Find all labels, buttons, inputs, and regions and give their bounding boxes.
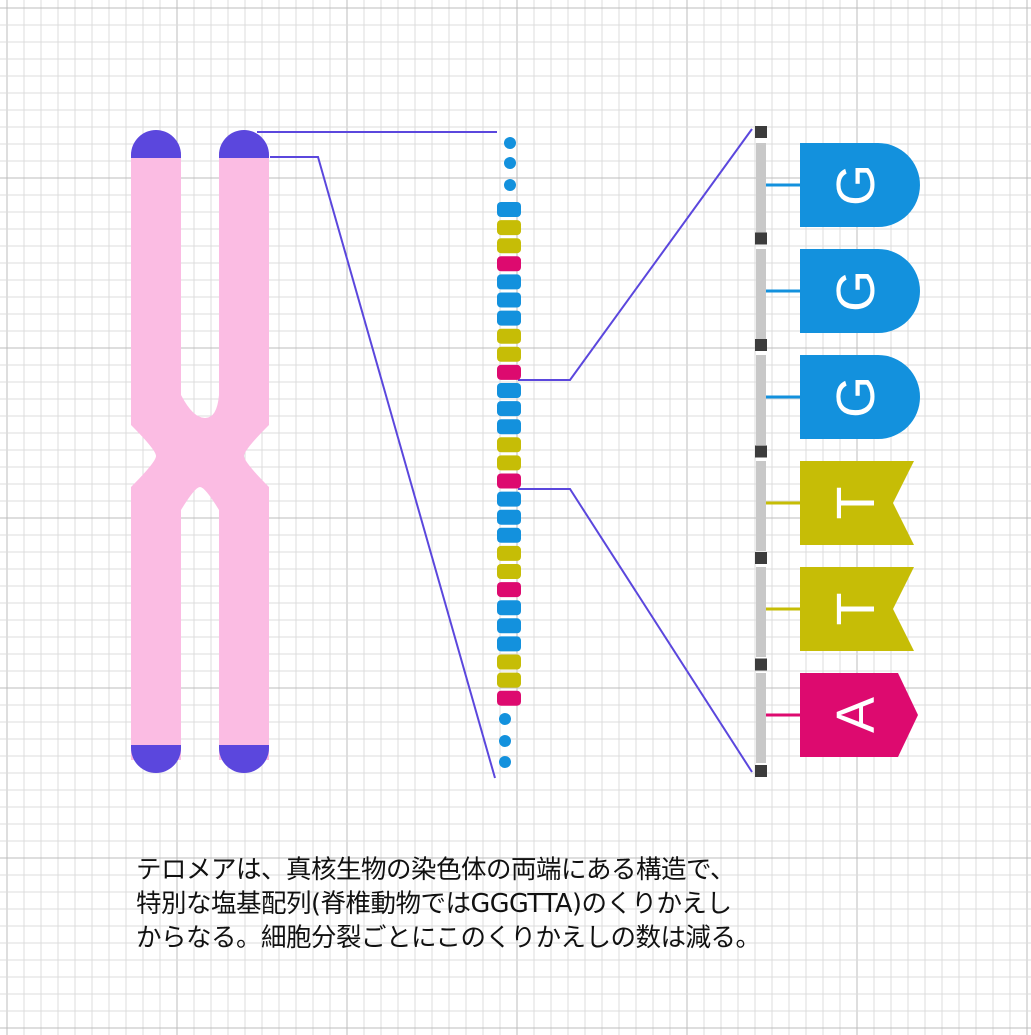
base-G: G bbox=[766, 143, 920, 227]
strand-bead-G bbox=[497, 491, 521, 507]
telomere-cap-bottom-left bbox=[131, 745, 181, 773]
telomere-cap-top-right bbox=[219, 130, 269, 158]
telomere-bead-strand bbox=[497, 137, 521, 768]
strand-bead-A bbox=[497, 473, 521, 489]
base-T: T bbox=[766, 567, 914, 651]
strand-bead-T bbox=[497, 545, 521, 561]
strand-bead-T bbox=[497, 328, 521, 344]
backbone-node bbox=[755, 339, 767, 351]
base-shape bbox=[800, 143, 920, 227]
strand-bead-G bbox=[497, 401, 521, 417]
base-shape bbox=[800, 355, 920, 439]
backbone-segment bbox=[756, 143, 766, 233]
backbone-node bbox=[755, 232, 767, 245]
caption-line-2: 特別な塩基配列(脊椎動物ではGGGTTA)のくりかえし bbox=[136, 889, 732, 919]
strand-bead-T bbox=[497, 455, 521, 471]
strand-bead-G bbox=[497, 292, 521, 308]
base-letter: T bbox=[826, 487, 886, 520]
strand-bead-G bbox=[497, 618, 521, 634]
backbone-node bbox=[755, 658, 767, 671]
strand-dot bbox=[499, 735, 511, 747]
base-T: T bbox=[766, 461, 914, 545]
strand-bead-T bbox=[497, 437, 521, 453]
strand-bead-T bbox=[497, 238, 521, 254]
base-letter: G bbox=[826, 164, 886, 206]
strand-bead-G bbox=[497, 509, 521, 525]
dna-backbone-strand bbox=[755, 126, 767, 777]
caption-line-1: テロメアは、真核生物の染色体の両端にある構造で、 bbox=[136, 855, 735, 885]
backbone-node bbox=[755, 126, 767, 138]
backbone-node bbox=[755, 765, 767, 777]
backbone-segment bbox=[756, 673, 766, 763]
zoom-lines bbox=[257, 128, 753, 779]
base-G: G bbox=[766, 355, 920, 439]
chromosome bbox=[131, 130, 269, 773]
zoom-line-detail-bottom bbox=[518, 488, 753, 773]
telomere-cap-top-left bbox=[131, 130, 181, 158]
caption-line-3: からなる。細胞分裂ごとにこのくりかえしの数は減る。 bbox=[136, 923, 761, 953]
strand-dot bbox=[499, 756, 511, 768]
strand-bead-G bbox=[497, 419, 521, 435]
base-shape bbox=[800, 461, 914, 545]
base-shape bbox=[800, 567, 914, 651]
strand-bead-A bbox=[497, 582, 521, 598]
backbone-node bbox=[755, 552, 767, 564]
strand-bead-G bbox=[497, 202, 521, 217]
strand-bead-A bbox=[497, 690, 521, 706]
strand-dot bbox=[504, 157, 516, 169]
strand-bead-G bbox=[497, 600, 521, 616]
base-sequence: G G G T T A bbox=[766, 143, 920, 757]
strand-dot bbox=[499, 713, 511, 725]
zoom-line-bottom bbox=[270, 156, 496, 779]
base-shape bbox=[800, 673, 918, 757]
strand-bead-T bbox=[497, 220, 521, 236]
base-G: G bbox=[766, 249, 920, 333]
caption: テロメアは、真核生物の染色体の両端にある構造で、 特別な塩基配列(脊椎動物ではG… bbox=[136, 853, 936, 955]
backbone-segment bbox=[756, 355, 766, 445]
backbone-segment bbox=[756, 461, 766, 551]
strand-dot bbox=[504, 137, 516, 149]
strand-bead-T bbox=[497, 654, 521, 670]
strand-dot bbox=[504, 179, 516, 191]
strand-bead-G bbox=[497, 310, 521, 326]
strand-bead-T bbox=[497, 672, 521, 688]
strand-bead-G bbox=[497, 527, 521, 543]
strand-bead-A bbox=[497, 256, 521, 272]
backbone-node bbox=[755, 445, 767, 458]
base-letter: G bbox=[826, 270, 886, 312]
strand-bead-G bbox=[497, 274, 521, 290]
strand-bead-G bbox=[497, 383, 521, 398]
base-letter: T bbox=[826, 593, 886, 626]
strand-bead-A bbox=[497, 364, 521, 380]
strand-bead-T bbox=[497, 346, 521, 362]
backbone-segment bbox=[756, 567, 766, 657]
zoom-line-detail-top bbox=[518, 128, 753, 381]
strand-bead-T bbox=[497, 564, 521, 579]
strand-bead-G bbox=[497, 636, 521, 652]
base-letter: G bbox=[826, 376, 886, 418]
base-shape bbox=[800, 249, 920, 333]
chromosome-left-chromatid bbox=[131, 152, 269, 760]
telomere-cap-bottom-right bbox=[219, 745, 269, 773]
backbone-segment bbox=[756, 249, 766, 339]
base-letter: A bbox=[826, 697, 886, 733]
base-A: A bbox=[766, 673, 918, 757]
